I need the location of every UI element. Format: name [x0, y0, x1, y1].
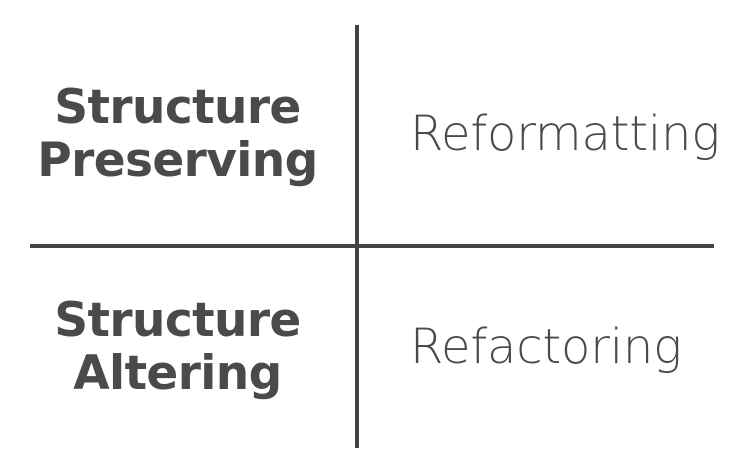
vertical-divider-line — [355, 25, 359, 448]
quadrant-bottom-right: Refactoring — [359, 248, 743, 448]
quadrant-bottom-right-label: Refactoring — [410, 319, 682, 376]
horizontal-divider-line — [30, 244, 714, 248]
quadrant-top-left-label: Structure Preserving — [37, 79, 318, 188]
quadrant-top-right-label: Reformatting — [410, 105, 720, 162]
quadrant-top-left: Structure Preserving — [0, 25, 355, 244]
quadrant-bottom-left-label: Structure Altering — [54, 293, 301, 401]
quadrant-top-right: Reformatting — [359, 25, 743, 244]
quadrant-bottom-left: Structure Altering — [0, 248, 355, 448]
